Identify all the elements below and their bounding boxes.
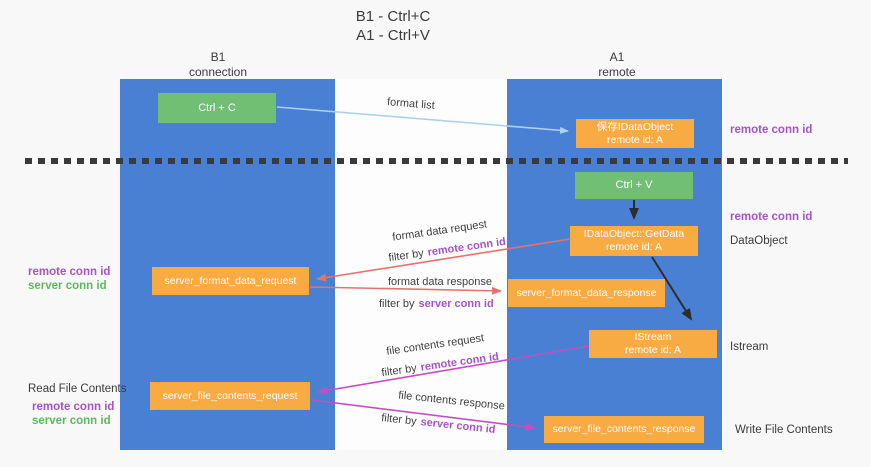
left-remote-conn-id-label: remote conn id	[28, 266, 111, 278]
lane-b1-role: connection	[188, 65, 248, 79]
lane-b1-name: B1	[210, 50, 226, 64]
server-file-contents-request-node: server_file_contents_request	[150, 382, 310, 410]
lane-a1-name: A1	[609, 50, 625, 64]
format-data-response-label: format data response	[388, 276, 492, 288]
getdata-line1: IDataObject::GetData	[583, 228, 685, 240]
server-file-contents-response-node: server_file_contents_response	[544, 416, 704, 443]
getdata-line2: remote id: A	[605, 241, 663, 253]
read-file-contents-label: Read File Contents	[28, 383, 127, 395]
save-dataobject-node: 保存IDataObject remote id: A	[576, 119, 694, 148]
istream-line2: remote id: A	[624, 344, 682, 356]
ctrl-v-label: Ctrl + V	[615, 179, 653, 191]
diagram-title-line1: B1 - Ctrl+C	[355, 8, 431, 25]
phase-separator-dashed-line	[25, 158, 848, 164]
server-format-data-response-node: server_format_data_response	[508, 279, 665, 307]
read-server-conn-id-label: server conn id	[32, 415, 111, 427]
left-server-conn-id-label: server conn id	[28, 280, 107, 292]
istream-line1: IStream	[634, 331, 672, 343]
server-file-contents-response-label: server_file_contents_response	[552, 423, 696, 435]
lane-a1-role: remote	[598, 65, 636, 79]
diagram-title-line2: A1 - Ctrl+V	[356, 27, 430, 44]
right-remote-conn-id-top-label: remote conn id	[730, 124, 813, 136]
save-dataobject-line1: 保存IDataObject	[596, 120, 674, 133]
lane-header-b1: B1 connection	[168, 50, 268, 80]
diagram-title: B1 - Ctrl+C A1 - Ctrl+V	[333, 7, 453, 45]
ctrl-v-node: Ctrl + V	[575, 172, 693, 199]
lane-header-a1: A1 remote	[567, 50, 667, 80]
server-format-data-request-label: server_format_data_request	[164, 274, 297, 287]
ctrl-c-node: Ctrl + C	[158, 93, 276, 123]
istream-side-label: Istream	[730, 341, 769, 353]
istream-node: IStream remote id: A	[589, 330, 717, 358]
save-dataobject-line2: remote id: A	[606, 133, 664, 146]
right-remote-conn-id-mid-label: remote conn id	[730, 211, 813, 223]
server-format-data-response-label: server_format_data_response	[516, 286, 657, 299]
dataobject-label: DataObject	[730, 235, 788, 247]
server-file-contents-request-label: server_file_contents_request	[162, 389, 298, 402]
write-file-contents-label: Write File Contents	[735, 424, 833, 436]
server-conn-id-text: server conn id	[418, 298, 494, 310]
ctrl-c-label: Ctrl + C	[198, 101, 236, 114]
read-remote-conn-id-label: remote conn id	[32, 401, 115, 413]
filter-by-text: filter by	[379, 298, 415, 310]
server-format-data-request-node: server_format_data_request	[152, 267, 309, 295]
getdata-node: IDataObject::GetData remote id: A	[570, 226, 698, 256]
